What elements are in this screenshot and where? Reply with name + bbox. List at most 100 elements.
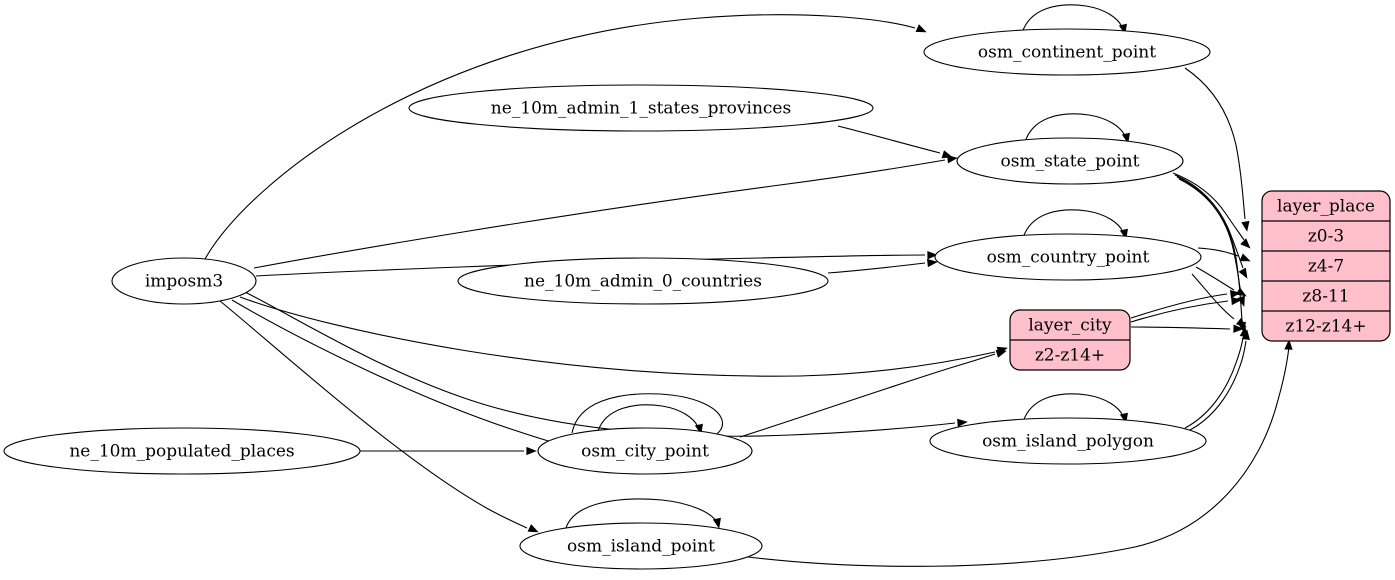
edge-line: [1187, 340, 1247, 432]
edge-line: [1172, 172, 1245, 241]
edge-arrowhead: [927, 258, 938, 268]
edge-line: [1130, 300, 1229, 323]
edge: [739, 349, 1007, 438]
edge-line: [1195, 266, 1235, 291]
node-label: imposm3: [145, 272, 223, 292]
edge: [565, 498, 721, 529]
edge: [827, 258, 938, 274]
node-shape[interactable]: [111, 257, 257, 305]
record-row-label[interactable]: z2-z14+: [1035, 346, 1105, 366]
node-shape[interactable]: [519, 522, 763, 570]
edge-arrowhead: [1231, 296, 1242, 306]
node-ne_10m_admin_0_countries[interactable]: ne_10m_admin_0_countries: [457, 257, 829, 305]
edge: [1130, 290, 1241, 319]
edge-arrowhead: [1235, 287, 1247, 297]
edge: [837, 125, 953, 159]
record-row-label[interactable]: layer_city: [1028, 316, 1112, 336]
node-label: osm_island_polygon: [982, 432, 1154, 452]
edge-arrowhead: [957, 418, 968, 427]
edge-arrowhead: [915, 24, 927, 33]
edge-arrowhead: [1238, 267, 1248, 279]
edge: [219, 300, 539, 533]
node-label: ne_10m_admin_0_countries: [524, 272, 762, 292]
edge: [1130, 324, 1244, 333]
edge-line: [827, 262, 926, 274]
edge-line: [231, 299, 557, 444]
edge: [204, 14, 927, 260]
record-row-label[interactable]: z0-3: [1308, 227, 1344, 247]
node-osm_city_point[interactable]: osm_city_point: [537, 427, 753, 475]
edge-line: [1184, 67, 1246, 220]
node-label: osm_continent_point: [978, 43, 1156, 63]
edge-arrowhead: [1233, 324, 1244, 333]
edge: [244, 291, 968, 437]
node-shape[interactable]: [457, 257, 829, 305]
node-osm_continent_point[interactable]: osm_continent_point: [923, 28, 1211, 76]
node-osm_state_point[interactable]: osm_state_point: [956, 137, 1184, 185]
node-osm_island_point[interactable]: osm_island_point: [519, 522, 763, 570]
edge-line: [571, 393, 724, 438]
edge-arrowhead: [526, 446, 537, 456]
edge-line: [1197, 247, 1239, 257]
record-node-layer_city[interactable]: layer_city z2-z14+: [1009, 309, 1131, 371]
node-label: ne_10m_populated_places: [69, 442, 294, 462]
edge-line: [1178, 178, 1243, 321]
node-label: osm_state_point: [1001, 152, 1140, 172]
record-row-label[interactable]: z12-z14+: [1285, 317, 1366, 337]
edge-line: [1191, 273, 1235, 320]
edge: [253, 155, 958, 269]
edge-line: [1130, 293, 1228, 319]
node-label: ne_10m_admin_1_states_provinces: [491, 99, 791, 119]
record-row-label[interactable]: layer_place: [1277, 197, 1375, 217]
node-osm_island_polygon[interactable]: osm_island_polygon: [929, 417, 1207, 465]
node-imposm3[interactable]: imposm3: [111, 257, 257, 305]
node-shape[interactable]: [929, 417, 1207, 465]
record-box[interactable]: [1261, 190, 1391, 342]
edge: [739, 339, 1293, 567]
node-shape[interactable]: [408, 84, 874, 132]
edge-arrowhead: [941, 150, 953, 159]
edge: [1197, 247, 1251, 262]
edge-line: [204, 14, 916, 260]
edge-line: [739, 346, 1290, 567]
edge-line: [1184, 337, 1244, 429]
edge-arrowhead: [1284, 339, 1293, 350]
node-label: osm_country_point: [987, 248, 1150, 268]
node-shape[interactable]: [923, 28, 1211, 76]
record-row-label[interactable]: z8-11: [1302, 287, 1349, 307]
node-label: osm_island_point: [567, 537, 715, 557]
node-ne_10m_admin_1_states_provinces[interactable]: ne_10m_admin_1_states_provinces: [408, 84, 874, 132]
edge: [1187, 329, 1250, 432]
edge-arrowhead: [1121, 132, 1130, 144]
node-osm_country_point[interactable]: osm_country_point: [934, 233, 1202, 281]
edge-line: [1024, 113, 1126, 143]
record-row-label[interactable]: z4-7: [1308, 257, 1344, 277]
edge-arrowhead: [1240, 238, 1251, 249]
node-ne_10m_populated_places[interactable]: ne_10m_populated_places: [3, 427, 361, 475]
node-layer: imposm3 ne_10m_admin_1_states_provincesne…: [3, 28, 1391, 570]
edge: [231, 299, 568, 448]
edge: [1130, 296, 1242, 323]
edge: [1184, 326, 1248, 429]
edge-line: [219, 300, 528, 529]
edge-line: [1022, 393, 1124, 423]
node-shape[interactable]: [934, 233, 1202, 281]
record-node-layer_place[interactable]: layer_place z0-3 z4-7 z8-11 z12-z14+: [1261, 190, 1391, 342]
edge-line: [244, 291, 956, 437]
edge: [360, 446, 537, 456]
edge: [1174, 174, 1248, 279]
edge-line: [565, 498, 717, 529]
edge: [1024, 113, 1130, 144]
edge-line: [739, 353, 996, 438]
node-shape[interactable]: [537, 427, 753, 475]
edge-arrowhead: [1229, 290, 1241, 299]
edge-line: [1021, 4, 1123, 34]
edge-arrowhead: [995, 349, 1007, 358]
node-shape[interactable]: [956, 137, 1184, 185]
node-shape[interactable]: [3, 427, 361, 475]
edge-line: [597, 404, 699, 432]
edge-arrowhead: [1241, 220, 1250, 232]
edge-arrowhead: [1239, 253, 1251, 262]
